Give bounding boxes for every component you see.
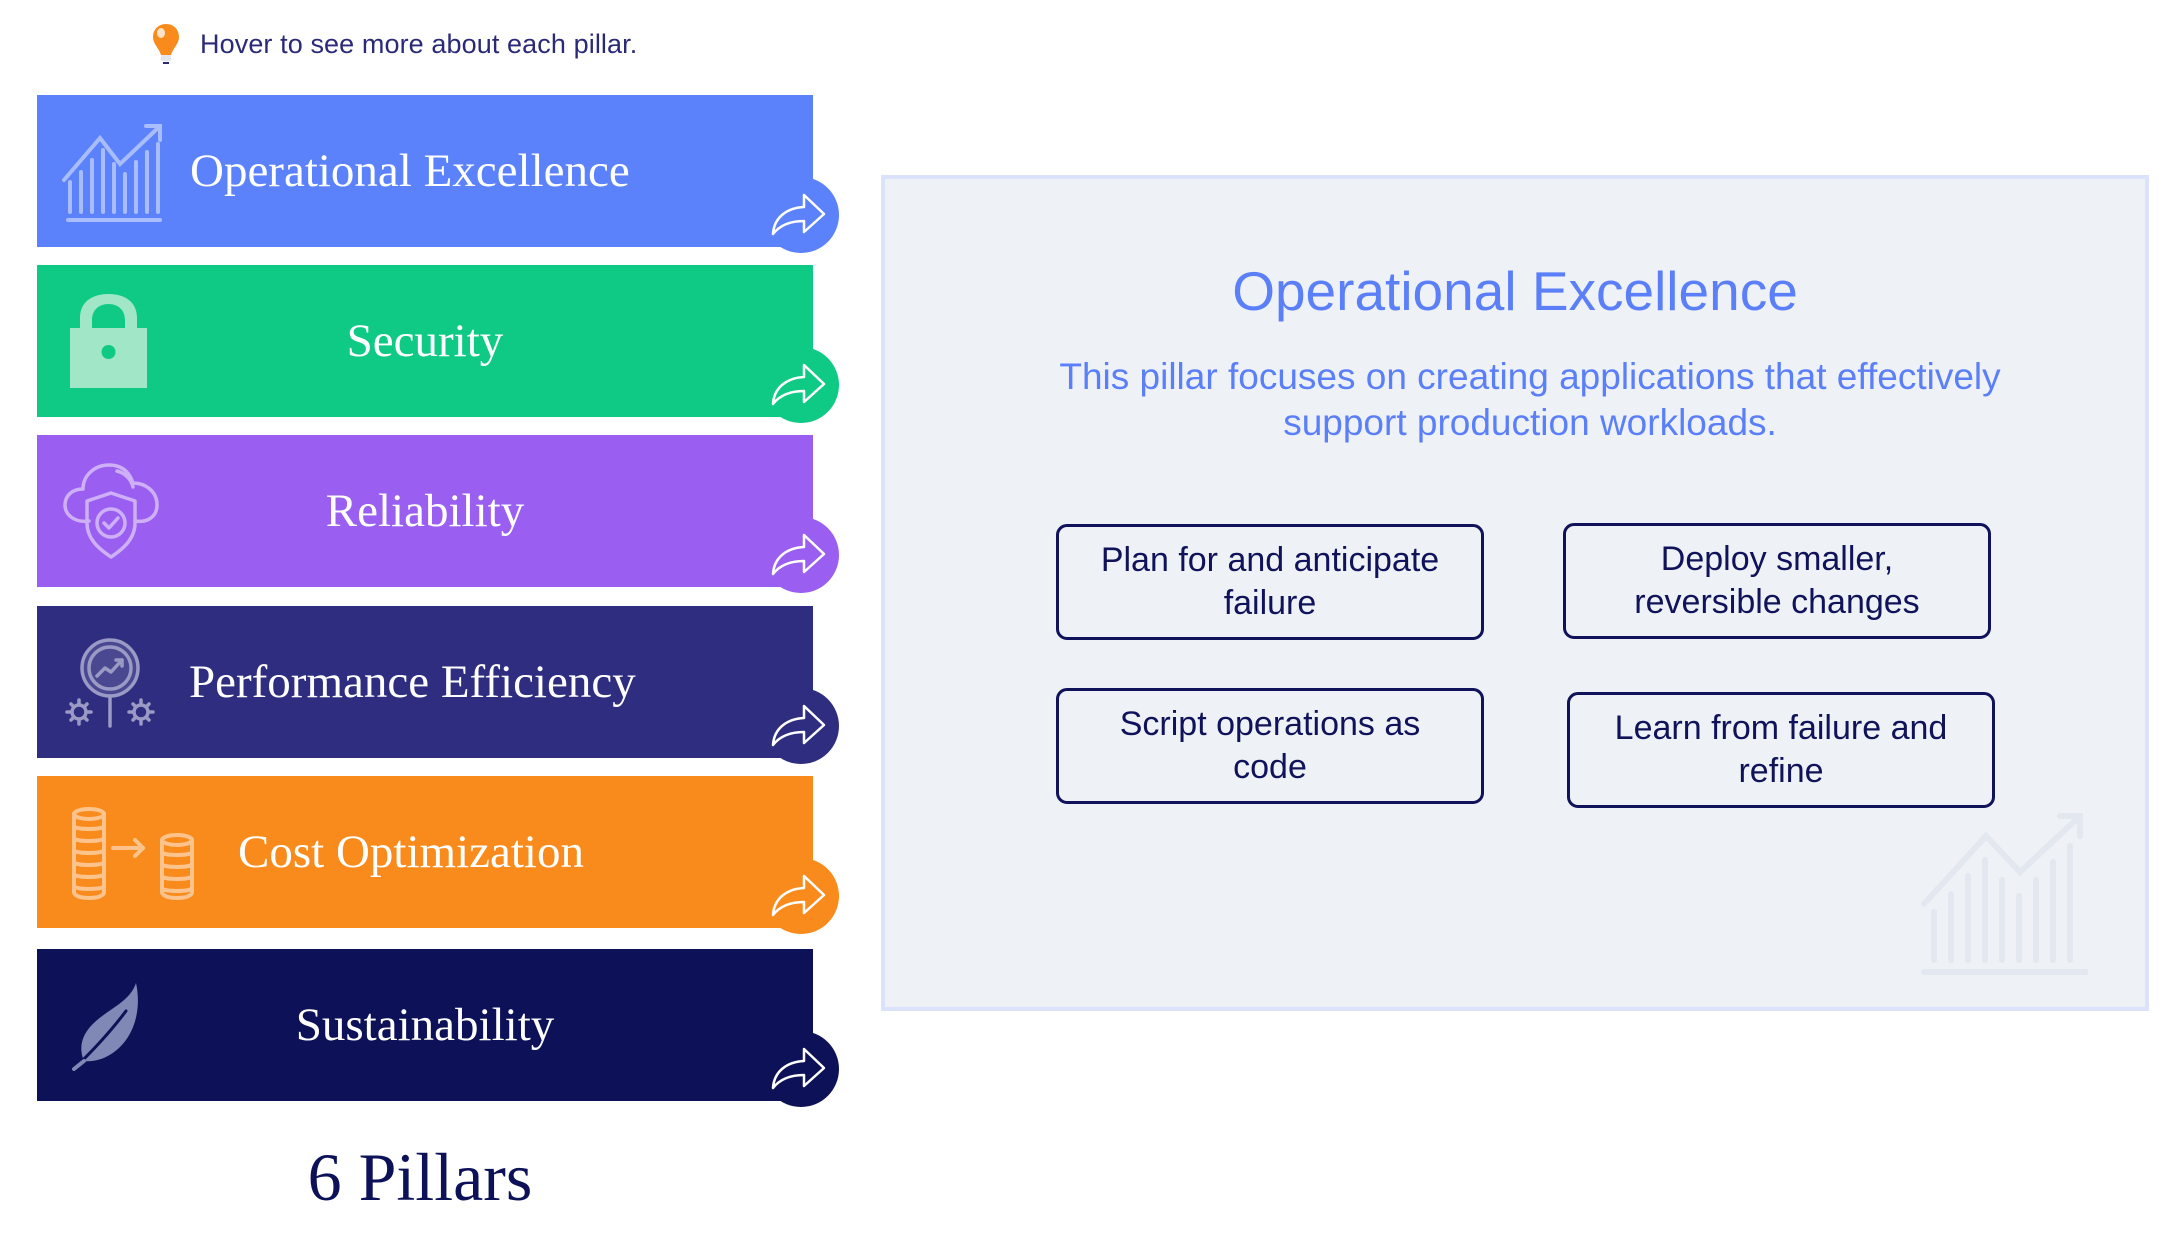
- share-arrow-icon: [771, 1047, 826, 1090]
- pillar-performance-efficiency[interactable]: Performance Efficiency: [37, 606, 839, 764]
- share-arrow-icon: [771, 533, 826, 576]
- pillars-caption: 6 Pillars: [307, 1139, 533, 1215]
- pillar-label: Performance Efficiency: [189, 656, 636, 708]
- pillar-label: Cost Optimization: [238, 826, 584, 878]
- pillar-reliability[interactable]: Reliability: [37, 435, 839, 593]
- share-arrow-icon: [771, 874, 826, 917]
- pillar-arrow-button[interactable]: [763, 517, 839, 593]
- pillar-label: Security: [346, 315, 504, 367]
- principle-card: Plan for and anticipate failure: [1056, 524, 1484, 640]
- pillar-arrow-button[interactable]: [763, 347, 839, 423]
- share-arrow-icon: [771, 193, 826, 236]
- coins-transfer-icon: [72, 807, 194, 900]
- pillar-arrow-button[interactable]: [763, 1031, 839, 1107]
- pillar-arrow-button[interactable]: [763, 858, 839, 934]
- principle-card: Deploy smaller, reversible changes: [1563, 523, 1991, 639]
- principle-card: Script operations as code: [1056, 688, 1484, 804]
- detail-title: Operational Excellence: [1232, 260, 1798, 322]
- lightbulb-icon: [153, 24, 179, 64]
- chart-growth-icon: [1921, 813, 2088, 975]
- pillar-security[interactable]: Security: [37, 265, 839, 423]
- share-arrow-icon: [771, 704, 826, 747]
- pillar-label: Sustainability: [295, 999, 555, 1051]
- pillar-detail-panel: Operational Excellence This pillar focus…: [881, 175, 2149, 1011]
- pillar-arrow-button[interactable]: [763, 688, 839, 764]
- leaf-icon: [72, 983, 138, 1071]
- share-arrow-icon: [771, 363, 826, 406]
- pillar-sustainability[interactable]: Sustainability: [37, 949, 839, 1107]
- detail-description: This pillar focuses on creating applicat…: [1059, 356, 2001, 443]
- pillar-arrow-button[interactable]: [763, 177, 839, 253]
- pillar-cost-optimization[interactable]: Cost Optimization: [37, 776, 839, 934]
- pillar-label: Reliability: [325, 485, 525, 537]
- lock-icon: [70, 294, 147, 388]
- hint-text: Hover to see more about each pillar.: [200, 28, 638, 59]
- principle-card: Learn from failure and refine: [1567, 692, 1995, 808]
- pillar-operational-excellence[interactable]: Operational Excellence: [37, 95, 839, 253]
- cloud-shield-icon: [63, 463, 159, 559]
- hover-hint: Hover to see more about each pillar.: [150, 22, 637, 66]
- pillar-label: Operational Excellence: [190, 145, 630, 197]
- performance-gauge-icon: [65, 638, 155, 728]
- chart-growth-icon: [62, 124, 162, 222]
